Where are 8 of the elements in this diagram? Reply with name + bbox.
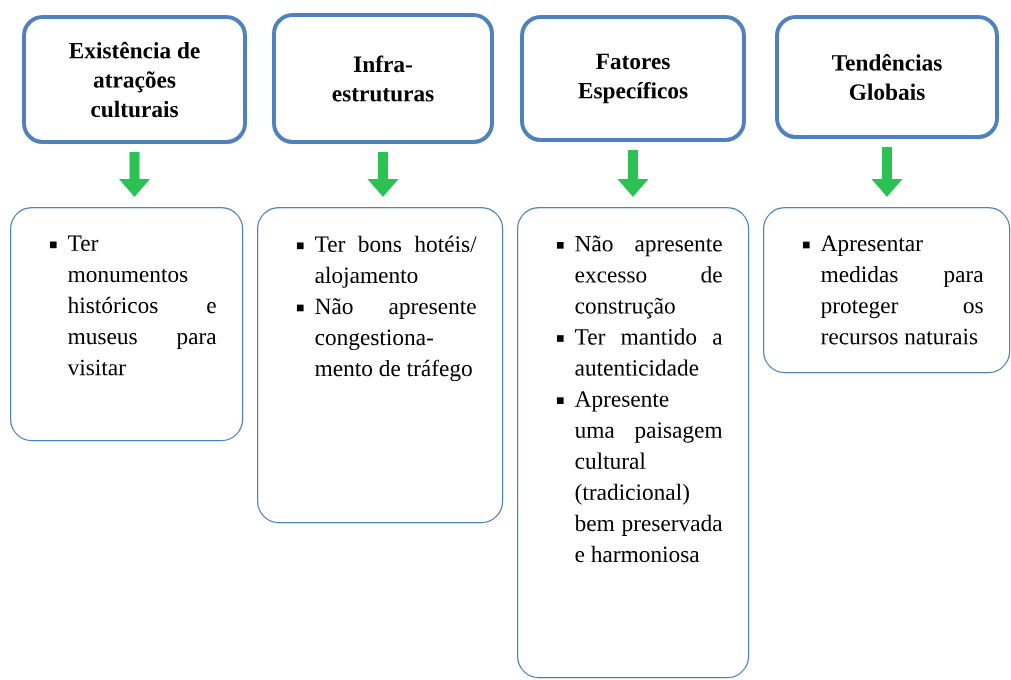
heading-box: Fatores Específicos [520, 15, 746, 142]
list-box: Ter monumentos históricos e museus para visitar [10, 207, 244, 442]
heading-box: Infra-estruturas [272, 13, 494, 144]
heading-box: Existência de atrações culturais [22, 15, 247, 144]
heading-box: Tendências Globais [775, 15, 999, 139]
list-box: Não apresente excesso de construção Ter mantido a autenticidade Apresente uma paisagem cultural (tradicional) bem preservada e harmoniosa [517, 207, 750, 679]
list-box: Ter bons hotéis/ alojamento Não apresente congestiona-mento de tráfego [257, 207, 504, 524]
list-box: Apresentar medidas para proteger os recursos naturais [763, 207, 1011, 374]
